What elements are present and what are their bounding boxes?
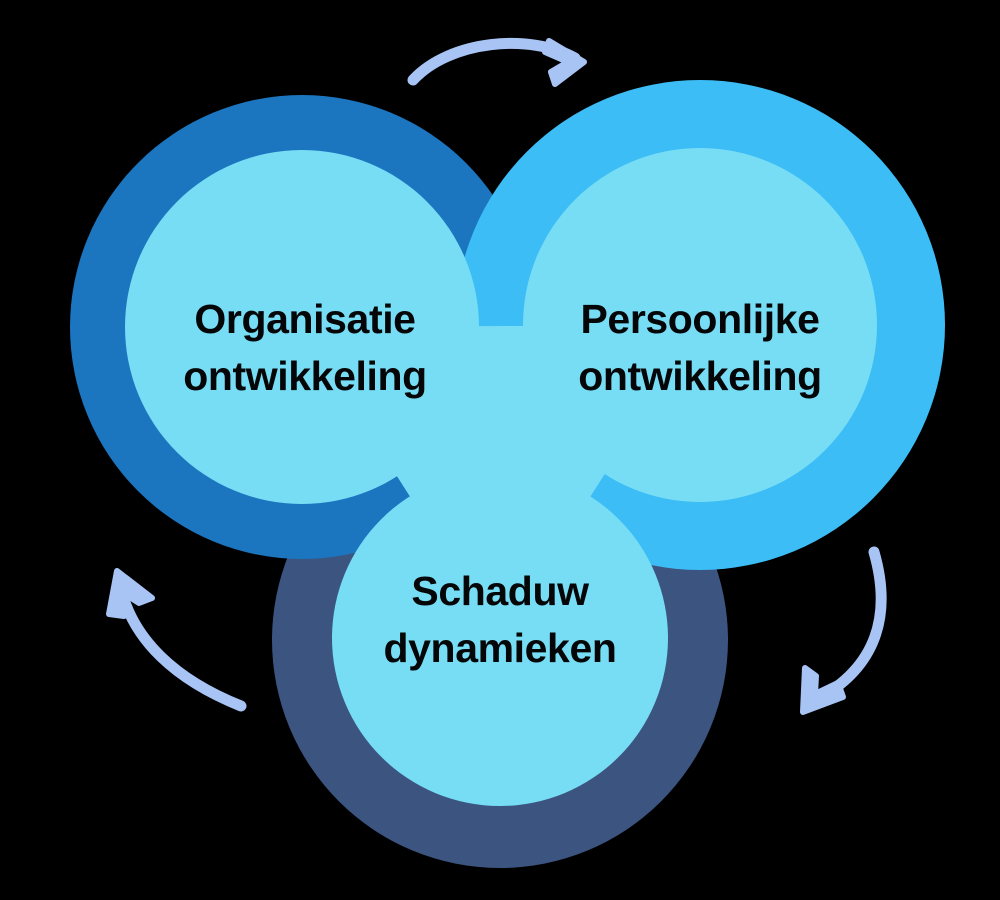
label-persoonlijke-line1: Persoonlijke [580, 296, 819, 342]
label-organisatie-line2: ontwikkeling [183, 353, 427, 399]
arrow-left-head-icon [106, 568, 155, 619]
label-schaduw-line2: dynamieken [384, 625, 617, 671]
label-organisatie-line1: Organisatie [194, 296, 415, 342]
label-organisatie: Organisatie ontwikkeling [183, 296, 427, 399]
arrow-right-head-icon [800, 665, 846, 715]
arrow-right-icon [810, 546, 887, 706]
arrow-top-head-icon [542, 38, 587, 87]
label-schaduw: Schaduw dynamieken [384, 568, 617, 671]
labels-group: Organisatie ontwikkeling Persoonlijke on… [183, 296, 822, 671]
arrows-group [106, 38, 887, 715]
label-schaduw-line1: Schaduw [411, 568, 589, 614]
label-persoonlijke-line2: ontwikkeling [578, 353, 822, 399]
inner-blob-group [125, 148, 877, 806]
inner-blob-bridge [302, 325, 700, 638]
label-persoonlijke: Persoonlijke ontwikkeling [578, 296, 822, 399]
